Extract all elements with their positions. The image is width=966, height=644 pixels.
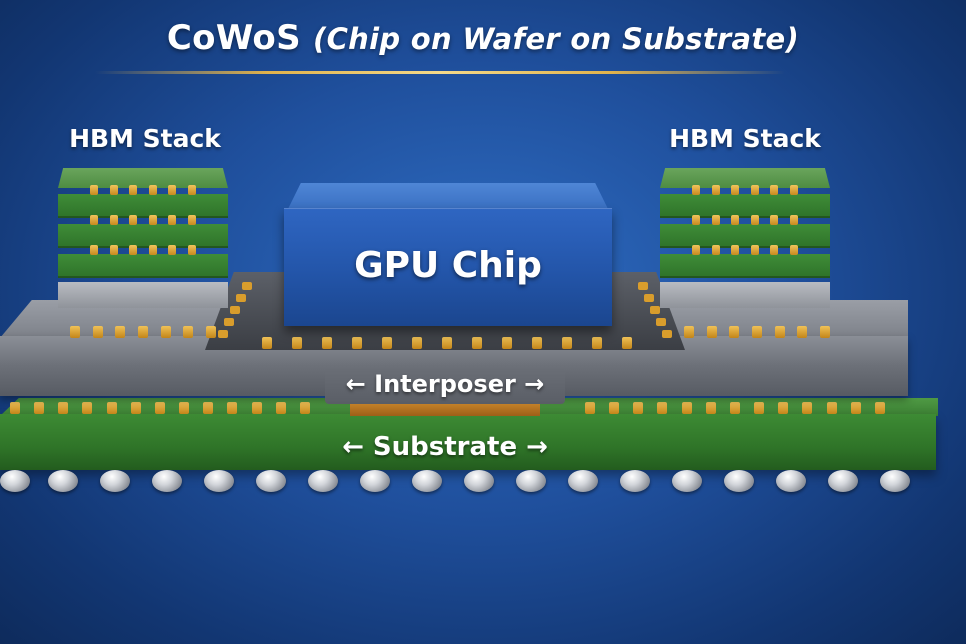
solder-ball (828, 470, 858, 492)
hbm-right-base-die (660, 282, 830, 308)
hbm-left-base-die (58, 282, 228, 308)
title-main: CoWoS (166, 18, 301, 58)
solder-ball (0, 470, 30, 492)
hbm-left-label: HBM Stack (69, 124, 221, 153)
hbm-right-layer (660, 245, 830, 278)
hbm-left-layer (58, 185, 228, 218)
solder-ball (568, 470, 598, 492)
title-underline (95, 71, 785, 74)
solder-ball (308, 470, 338, 492)
solder-ball (464, 470, 494, 492)
solder-ball (776, 470, 806, 492)
solder-ball (152, 470, 182, 492)
title-subtitle: (Chip on Wafer on Substrate) (313, 22, 800, 56)
gpu-microbumps-right (636, 280, 676, 340)
solder-ball (516, 470, 546, 492)
hbm-left-layer (58, 215, 228, 248)
solder-ball (204, 470, 234, 492)
gpu-microbumps-left (214, 280, 254, 340)
gpu-chip-top (288, 183, 608, 209)
hbm-right-cap (660, 168, 830, 188)
diagram-title: CoWoS (Chip on Wafer on Substrate) (0, 18, 966, 58)
solder-ball (256, 470, 286, 492)
solder-ball-array (0, 470, 966, 500)
solder-ball (100, 470, 130, 492)
hbm-right-layer (660, 215, 830, 248)
gpu-microbumps-front (262, 337, 632, 349)
interposer-substrate-bumps-right (585, 402, 885, 414)
hbm-left-microbumps (70, 326, 216, 338)
hbm-stack-left (58, 168, 228, 308)
solder-ball (48, 470, 78, 492)
gpu-chip-label: GPU Chip (354, 245, 542, 286)
hbm-right-layer (660, 185, 830, 218)
substrate-label: ← Substrate → (342, 432, 548, 462)
interposer-label-plate (325, 368, 565, 404)
solder-ball (360, 470, 390, 492)
hbm-right-label: HBM Stack (669, 124, 821, 153)
hbm-stack-right (660, 168, 830, 308)
solder-ball (724, 470, 754, 492)
gpu-chip (284, 208, 612, 326)
hbm-right-microbumps (684, 326, 830, 338)
interposer-substrate-bumps-left (10, 402, 310, 414)
interposer-label: ← Interposer → (345, 370, 545, 398)
solder-ball (672, 470, 702, 492)
interposer-pad (350, 402, 540, 416)
solder-ball (412, 470, 442, 492)
hbm-left-layer (58, 245, 228, 278)
hbm-left-cap (58, 168, 228, 188)
solder-ball (620, 470, 650, 492)
solder-ball (880, 470, 910, 492)
substrate-layer (0, 414, 936, 470)
